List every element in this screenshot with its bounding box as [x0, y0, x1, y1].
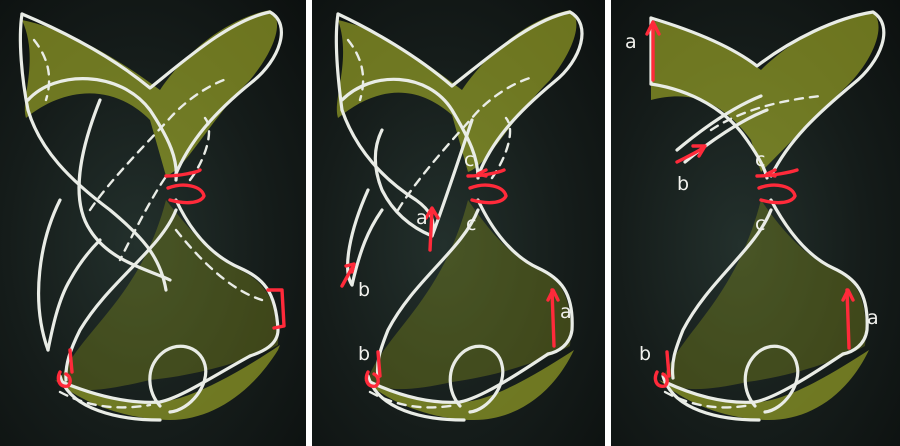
label-b-bottom: b: [358, 343, 370, 365]
label-b-left: b: [358, 279, 370, 301]
panel-3: a b c c b a: [611, 0, 900, 446]
label-b-left: b: [677, 173, 689, 195]
label-c-top: c: [755, 149, 765, 171]
surface-drawing-3: a b c c b a: [611, 0, 900, 446]
label-b-bottom: b: [639, 343, 651, 365]
label-a-top: a: [625, 31, 637, 53]
label-c-bottom: c: [755, 213, 765, 235]
label-a-right: a: [560, 301, 572, 323]
surface-drawing-1: [0, 0, 306, 446]
panel-1: [0, 0, 306, 446]
panel-2: c c a b b a: [312, 0, 605, 446]
label-a-right: a: [867, 307, 879, 329]
surface-drawing-2: c c a b b a: [312, 0, 605, 446]
label-c-bottom: c: [466, 213, 476, 235]
label-c-top: c: [464, 149, 474, 171]
label-a-inner: a: [416, 207, 428, 229]
